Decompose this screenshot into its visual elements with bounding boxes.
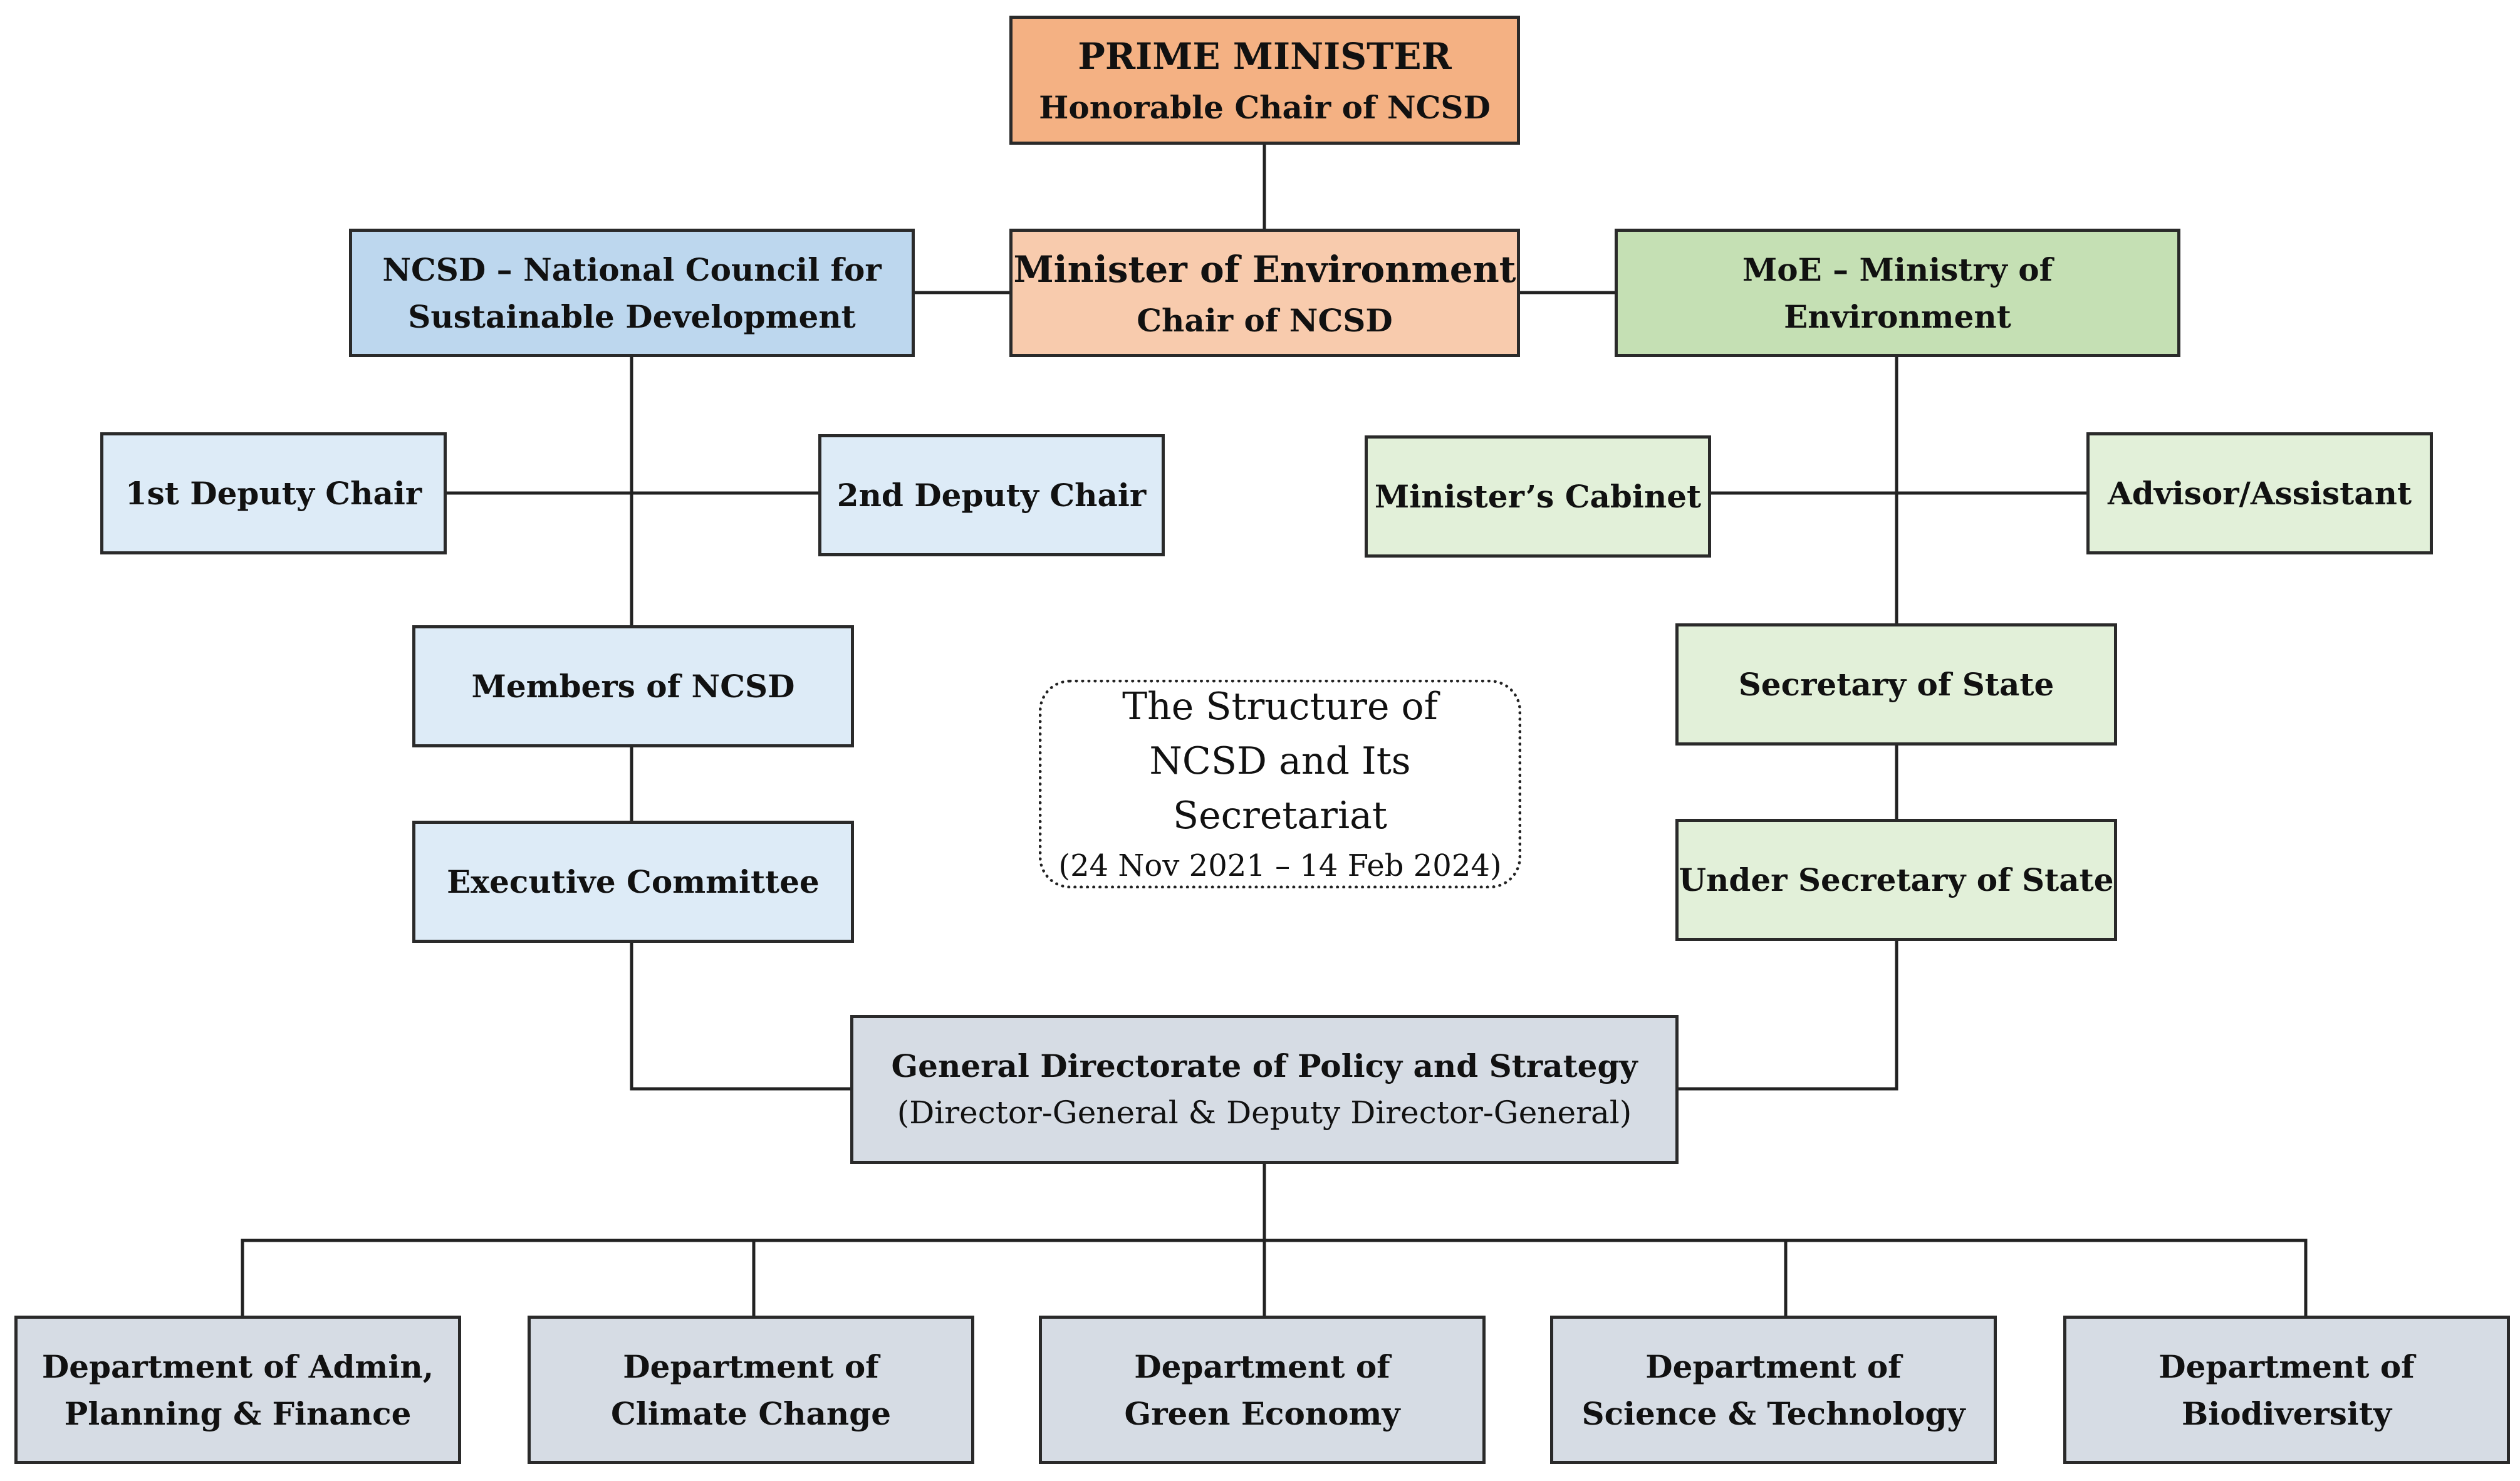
general-directorate-box: General Directorate of Policy and Strate… (850, 1015, 1679, 1164)
prime-minister-title: PRIME MINISTER (1078, 35, 1452, 78)
minister-of-environment-role: Chair of NCSD (1137, 301, 1393, 339)
department-science-line-1: Department of (1645, 1348, 1902, 1385)
first-deputy-chair-box: 1st Deputy Chair (100, 432, 447, 554)
department-climate-line-1: Department of (623, 1348, 879, 1385)
minister-of-environment-box: Minister of Environment Chair of NCSD (1009, 229, 1520, 357)
executive-committee-box: Executive Committee (412, 821, 854, 943)
department-green-line-1: Department of (1134, 1348, 1390, 1385)
advisor-assistant-box: Advisor/Assistant (2086, 432, 2433, 554)
structure-note-line-2: NCSD and Its Secretariat (1149, 739, 1411, 838)
prime-minister-role: Honorable Chair of NCSD (1039, 89, 1491, 126)
department-science-line-2: Science & Technology (1581, 1395, 1965, 1432)
moe-line-2: Environment (1784, 298, 2011, 335)
general-directorate-title: General Directorate of Policy and Strate… (891, 1047, 1638, 1084)
structure-note-dates: (24 Nov 2021 – 14 Feb 2024) (1058, 848, 1502, 883)
department-admin-line-2: Planning & Finance (64, 1395, 412, 1432)
department-biodiversity-line-2: Biodiversity (2181, 1395, 2392, 1432)
structure-note-line-1: The Structure of (1122, 685, 1438, 729)
under-secretary-of-state-box: Under Secretary of State (1675, 819, 2117, 941)
advisor-assistant-label: Advisor/Assistant (2107, 475, 2412, 512)
minister-of-environment-title: Minister of Environment (1013, 247, 1516, 291)
secretary-of-state-box: Secretary of State (1675, 623, 2117, 746)
second-deputy-chair-label: 2nd Deputy Chair (836, 477, 1147, 514)
department-biodiversity-box: Department of Biodiversity (2063, 1316, 2510, 1464)
members-of-ncsd-label: Members of NCSD (471, 668, 795, 705)
moe-line-1: MoE – Ministry of (1742, 251, 2053, 288)
under-secretary-of-state-label: Under Secretary of State (1679, 861, 2114, 898)
department-green-economy-box: Department of Green Economy (1039, 1316, 1486, 1464)
department-biodiversity-line-1: Department of (2158, 1348, 2415, 1385)
department-climate-change-box: Department of Climate Change (528, 1316, 974, 1464)
first-deputy-chair-label: 1st Deputy Chair (125, 475, 422, 512)
second-deputy-chair-box: 2nd Deputy Chair (818, 434, 1165, 556)
department-climate-line-2: Climate Change (610, 1395, 892, 1432)
secretary-of-state-label: Secretary of State (1738, 666, 2054, 703)
ncsd-line-2: Sustainable Development (408, 298, 856, 335)
department-admin-line-1: Department of Admin, (41, 1348, 434, 1385)
ministers-cabinet-label: Minister’s Cabinet (1374, 478, 1702, 515)
structure-note: The Structure of NCSD and Its Secretaria… (1039, 680, 1521, 888)
department-science-technology-box: Department of Science & Technology (1550, 1316, 1997, 1464)
ncsd-line-1: NCSD – National Council for (382, 251, 882, 288)
general-directorate-leaders: (Director-General & Deputy Director-Gene… (897, 1094, 1632, 1131)
department-admin-planning-finance-box: Department of Admin, Planning & Finance (14, 1316, 461, 1464)
executive-committee-label: Executive Committee (447, 863, 820, 900)
prime-minister-box: PRIME MINISTER Honorable Chair of NCSD (1009, 16, 1520, 145)
ministers-cabinet-box: Minister’s Cabinet (1365, 435, 1711, 558)
ncsd-box: NCSD – National Council for Sustainable … (349, 229, 915, 357)
department-green-line-2: Green Economy (1124, 1395, 1400, 1432)
members-of-ncsd-box: Members of NCSD (412, 625, 854, 747)
moe-box: MoE – Ministry of Environment (1615, 229, 2180, 357)
